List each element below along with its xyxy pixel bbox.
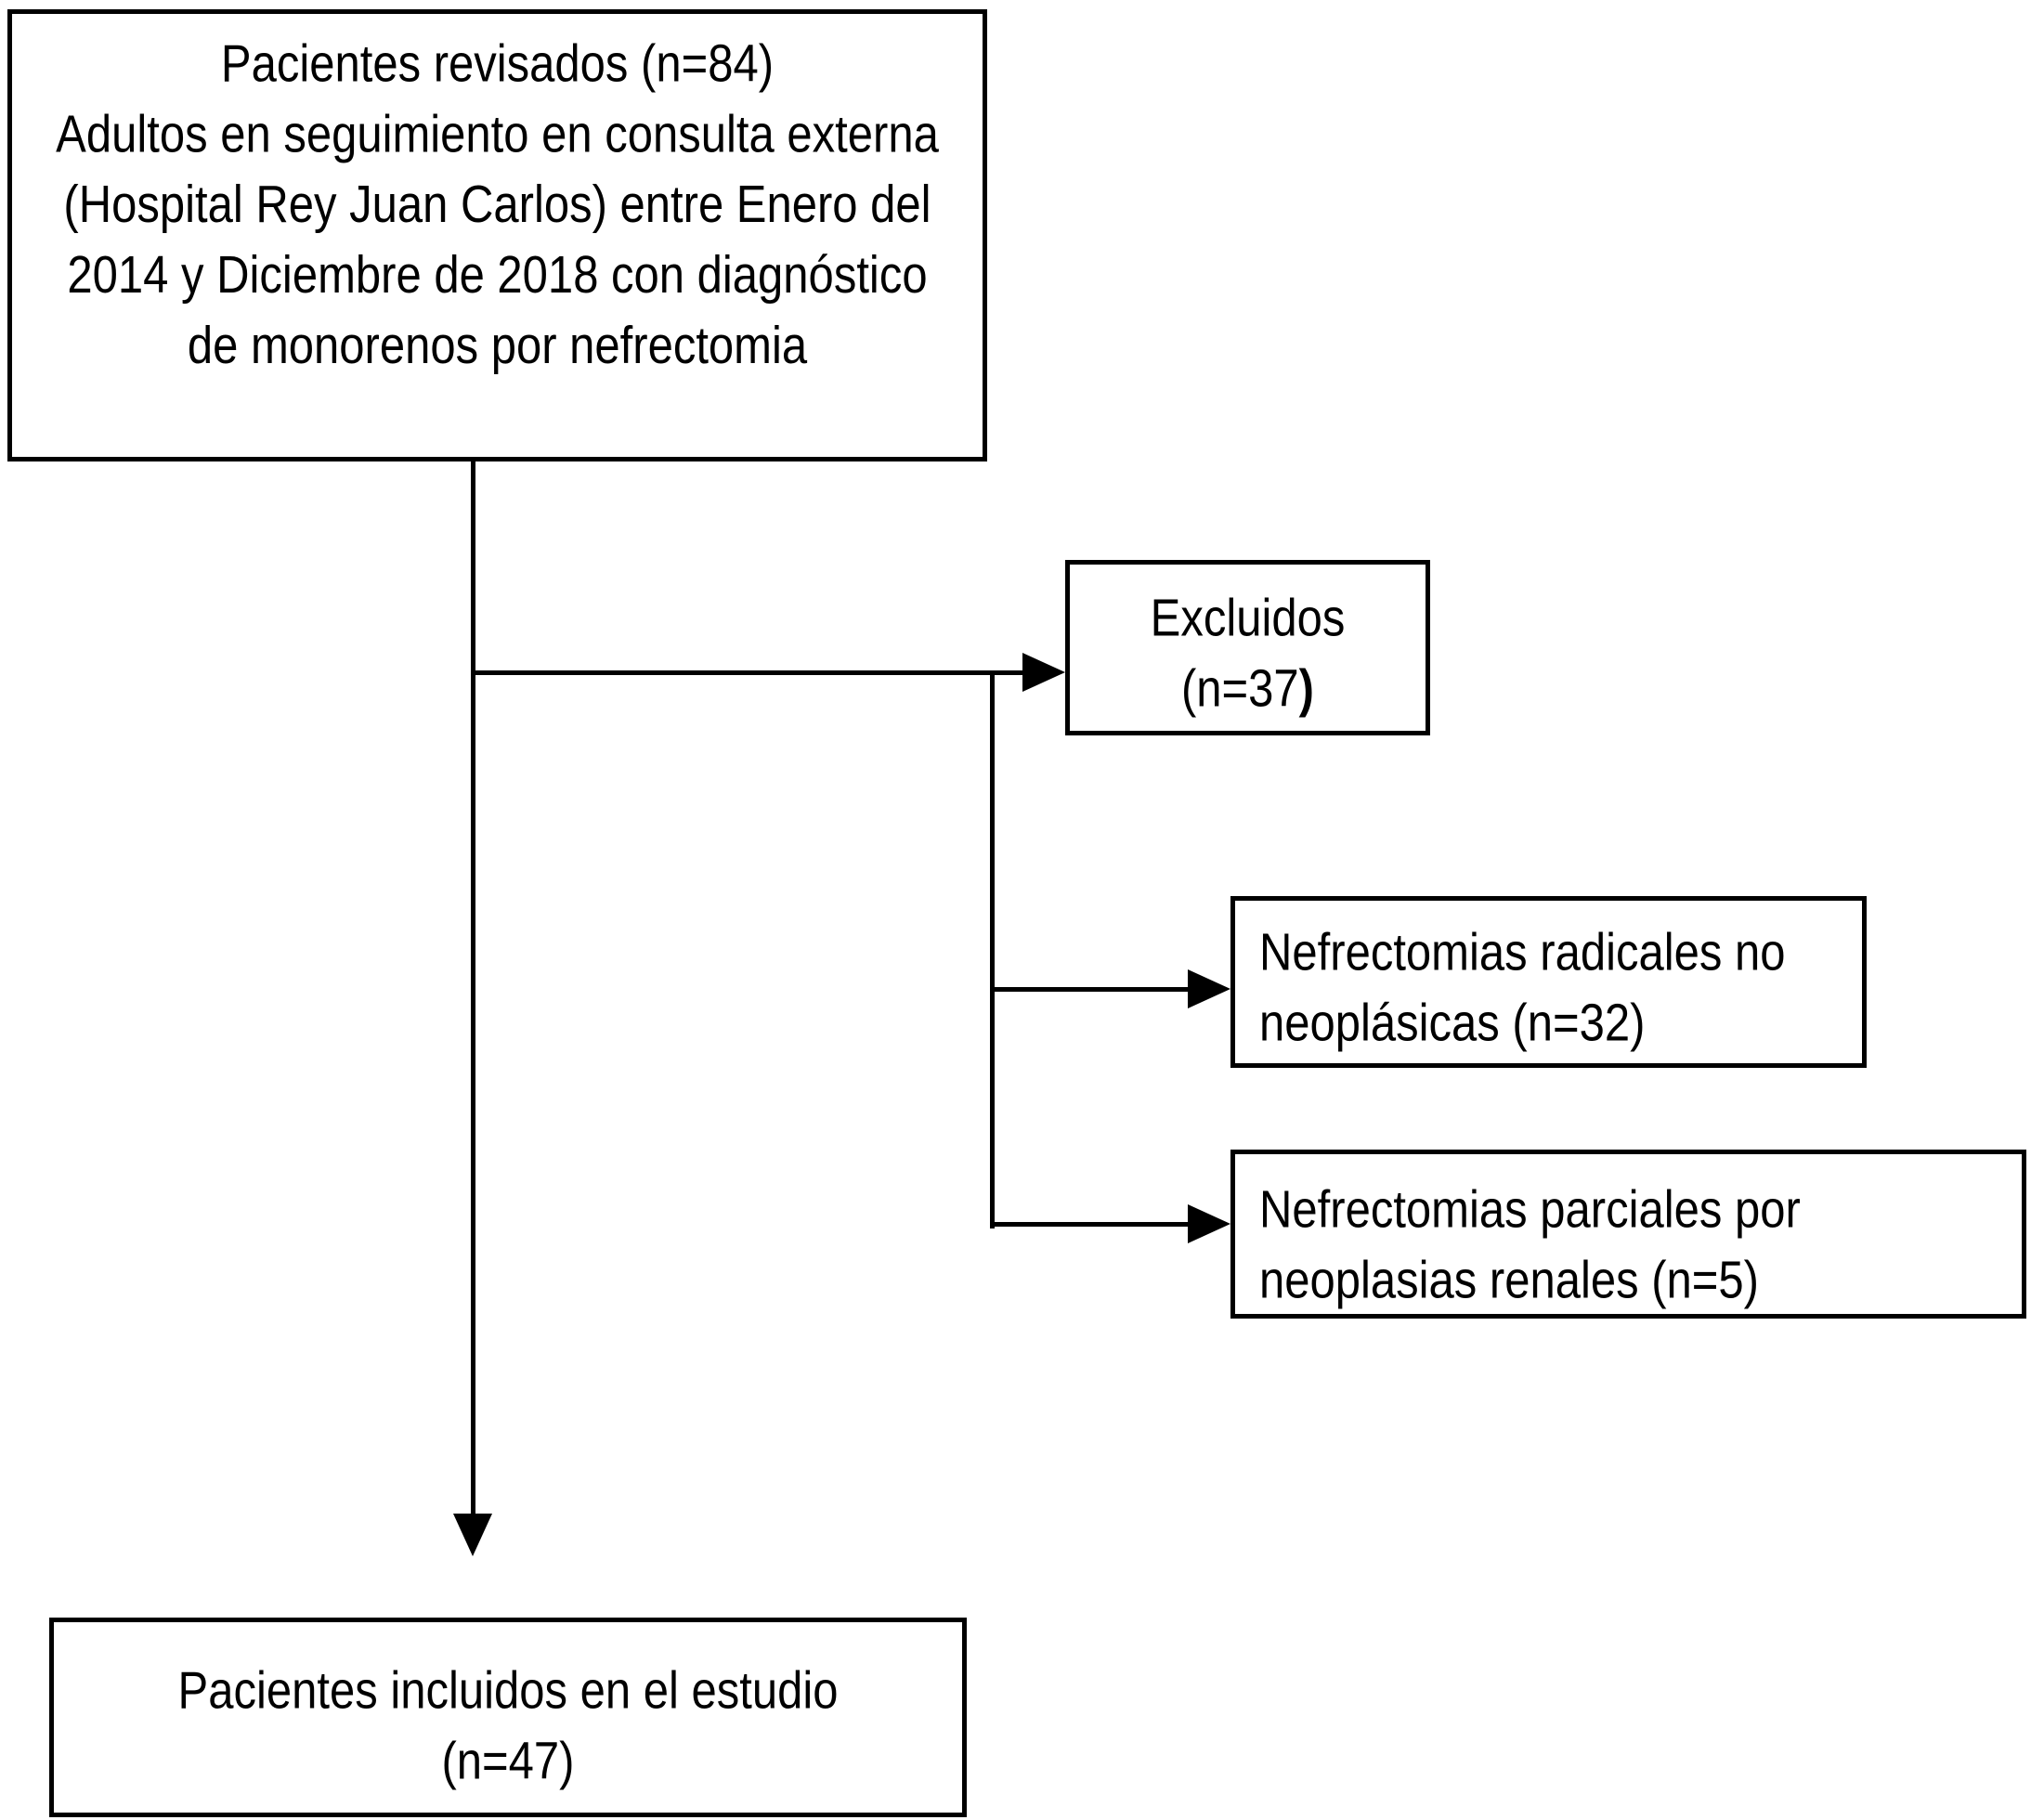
arrowhead-right-to-partial-icon bbox=[1188, 1204, 1230, 1243]
arrowhead-right-to-excluded-icon bbox=[1022, 653, 1065, 692]
radical-box-line-2: neoplásicas (n=32) bbox=[1259, 994, 1646, 1052]
excluded-count-open: (n=37 bbox=[1180, 659, 1299, 718]
included-box-line-1: Pacientes incluidos en el estudio bbox=[177, 1661, 839, 1720]
arrowhead-right-to-radical-icon bbox=[1188, 969, 1230, 1008]
box-nefrectomias-radicales: Nefrectomias radicales no neoplásicas (n… bbox=[1230, 896, 1867, 1068]
top-box-line-2: Adultos en seguimiento en consulta exter… bbox=[56, 105, 939, 163]
box-pacientes-incluidos: Pacientes incluidos en el estudio (n=47) bbox=[49, 1618, 967, 1817]
connector-exclusion-vertical bbox=[990, 670, 995, 1228]
connector-to-partial bbox=[990, 1222, 1190, 1227]
excluded-count-close-paren: ) bbox=[1298, 659, 1314, 718]
excluded-box-line-2: (n=37) bbox=[1070, 654, 1426, 724]
top-box-line-5: de monorenos por nefrectomia bbox=[187, 317, 808, 375]
connector-main-vertical bbox=[471, 462, 475, 1520]
radical-box-line-1: Nefrectomias radicales no bbox=[1259, 923, 1786, 982]
top-box-line-3: (Hospital Rey Juan Carlos) entre Enero d… bbox=[63, 176, 931, 234]
box-excluidos: Excluidos (n=37) bbox=[1065, 560, 1430, 735]
top-box-line-1: Pacientes revisados (n=84) bbox=[220, 34, 775, 93]
top-box-line-4: 2014 y Diciembre de 2018 con diagnóstico bbox=[67, 246, 928, 305]
arrowhead-down-to-included-icon bbox=[453, 1514, 492, 1556]
connector-to-radical bbox=[990, 987, 1190, 992]
partial-box-line-2: neoplasias renales (n=5) bbox=[1259, 1251, 1759, 1309]
excluded-box-line-1: Excluidos bbox=[1150, 589, 1346, 647]
included-box-line-2: (n=47) bbox=[441, 1732, 575, 1790]
connector-to-excluded bbox=[471, 670, 1024, 675]
box-nefrectomias-parciales: Nefrectomias parciales por neoplasias re… bbox=[1230, 1150, 2026, 1319]
box-pacientes-revisados: Pacientes revisados (n=84) Adultos en se… bbox=[7, 9, 987, 462]
partial-box-line-1: Nefrectomias parciales por bbox=[1259, 1180, 1801, 1239]
